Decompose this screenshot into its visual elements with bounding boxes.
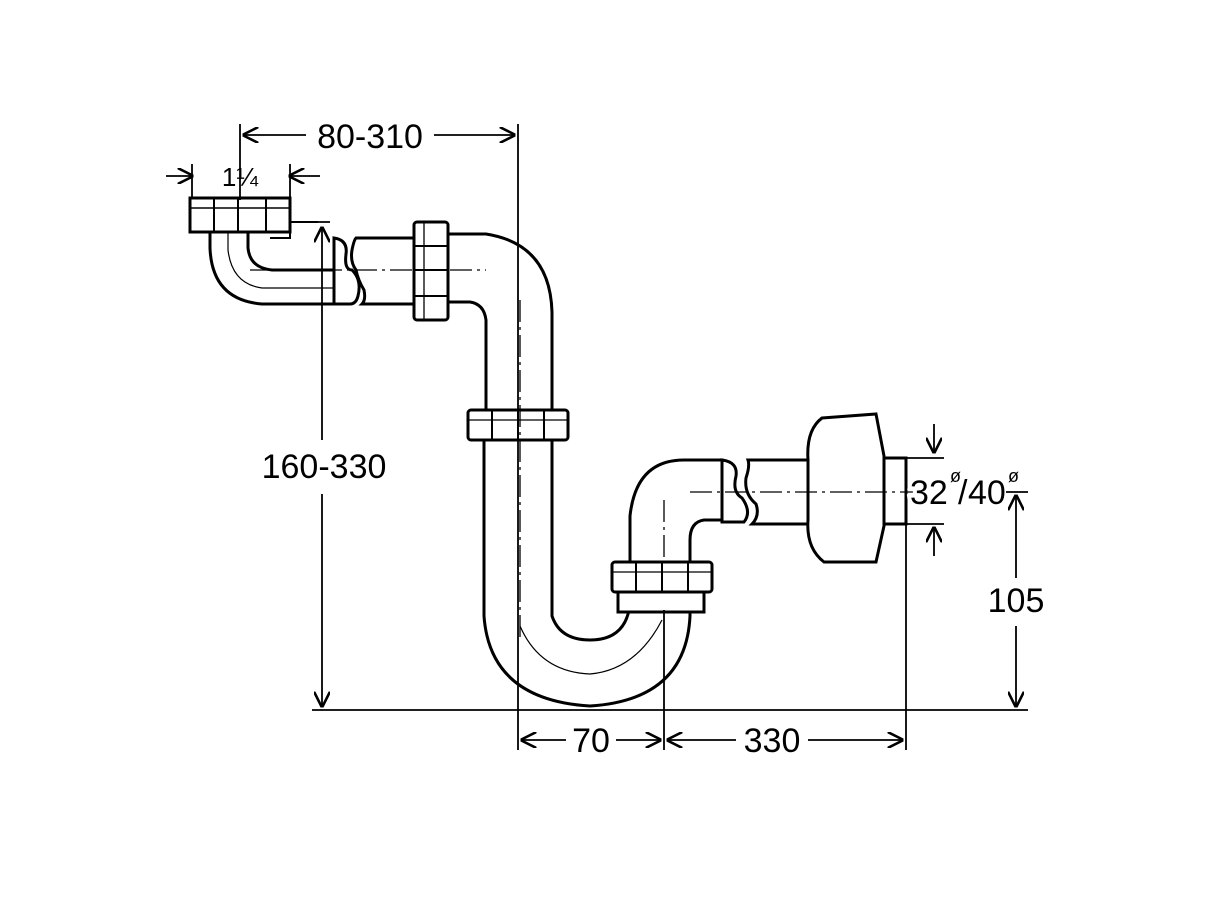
dim-outlet-diameter-b: 40 [968, 474, 1006, 512]
dim-outlet-length: 330 [744, 722, 801, 760]
dim-outlet-height: 105 [988, 582, 1045, 620]
upper-bend [446, 232, 554, 414]
diameter-symbol-b: ø [1008, 466, 1019, 486]
dim-inlet-thread: 1¼ [222, 162, 258, 192]
dim-trap-width: 70 [572, 722, 610, 760]
inlet-horizontal-pipe [270, 221, 422, 306]
outlet-bend [628, 458, 749, 564]
inlet-nut [188, 196, 292, 234]
center-lines [250, 269, 920, 640]
diameter-symbol-a: ø [950, 466, 961, 486]
dim-outlet-diameter: 32 ø / 40 ø [906, 466, 1019, 516]
inlet-elbow [208, 226, 336, 306]
dim-outlet-diameter-a: 32 [910, 474, 948, 512]
wall-connector [806, 412, 908, 564]
dim-inlet-offset: 80-310 [317, 118, 423, 156]
lower-nut [610, 560, 714, 614]
dim-trap-height: 160-330 [262, 448, 387, 486]
upper-nut [412, 220, 450, 322]
dimension-lines [166, 124, 1028, 750]
diameter-separator: / [958, 474, 968, 512]
